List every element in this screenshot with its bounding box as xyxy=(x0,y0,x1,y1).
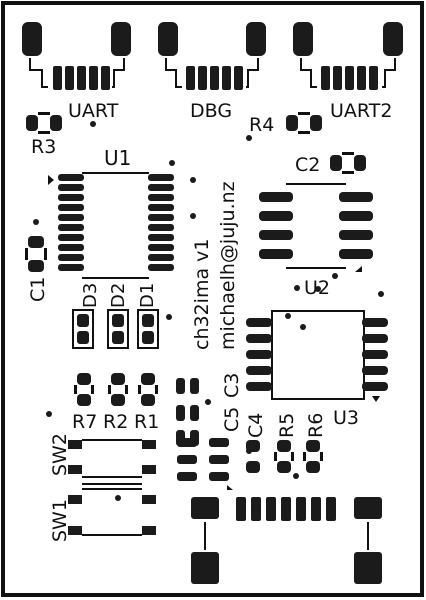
switch-sw2 xyxy=(68,439,156,478)
label-r2: R2 xyxy=(103,411,128,433)
connector-uart xyxy=(22,22,131,90)
ic-u2 xyxy=(259,183,373,272)
label-u1: U1 xyxy=(104,146,131,170)
connector-uart2 xyxy=(293,22,403,90)
label-c2: C2 xyxy=(295,154,320,176)
resistor-r6 xyxy=(303,440,323,473)
led-d1 xyxy=(137,309,159,349)
resistor-r2 xyxy=(108,373,128,406)
led-d3 xyxy=(72,309,94,349)
label-d1: D1 xyxy=(137,283,158,308)
board-title: ch32ima v1 xyxy=(191,239,213,350)
label-r3: R3 xyxy=(31,136,56,158)
vias xyxy=(33,121,384,501)
resistor-r4 xyxy=(286,112,322,134)
label-d3: D3 xyxy=(80,283,101,308)
label-c4: C4 xyxy=(245,413,267,438)
label-r6: R6 xyxy=(305,413,327,438)
label-sw2: SW2 xyxy=(49,433,71,476)
label-r1: R1 xyxy=(134,411,159,433)
resistor-r7 xyxy=(74,373,94,406)
label-c1: C1 xyxy=(27,277,49,302)
connector-dbg xyxy=(158,22,266,90)
label-r5: R5 xyxy=(276,413,298,438)
capacitor-c4 xyxy=(246,440,260,473)
label-c3: C3 xyxy=(221,373,243,398)
label-uart2: UART2 xyxy=(330,100,392,122)
transistor-q1 xyxy=(177,438,233,490)
resistor-r1 xyxy=(138,373,158,406)
label-dbg: DBG xyxy=(190,100,232,122)
resistor-r5 xyxy=(274,440,294,473)
ic-u3 xyxy=(246,310,388,402)
label-sw1: SW1 xyxy=(49,499,71,542)
led-d2 xyxy=(107,309,129,349)
label-d2: D2 xyxy=(108,283,129,308)
switch-sw1 xyxy=(68,483,156,536)
capacitor-c2 xyxy=(330,152,366,174)
label-uart: UART xyxy=(68,100,119,122)
label-u2: U2 xyxy=(304,277,330,299)
label-u3: U3 xyxy=(333,407,359,429)
label-r7: R7 xyxy=(72,411,97,433)
capacitor-c1 xyxy=(25,236,47,272)
resistor-r3 xyxy=(26,112,62,134)
ic-u1 xyxy=(48,172,174,279)
label-c5: C5 xyxy=(221,407,243,432)
label-r4: R4 xyxy=(249,114,274,136)
capacitor-c5 xyxy=(176,378,199,446)
author-email: michaelh@juju.nz xyxy=(217,181,239,350)
connector-bottom xyxy=(191,497,382,584)
